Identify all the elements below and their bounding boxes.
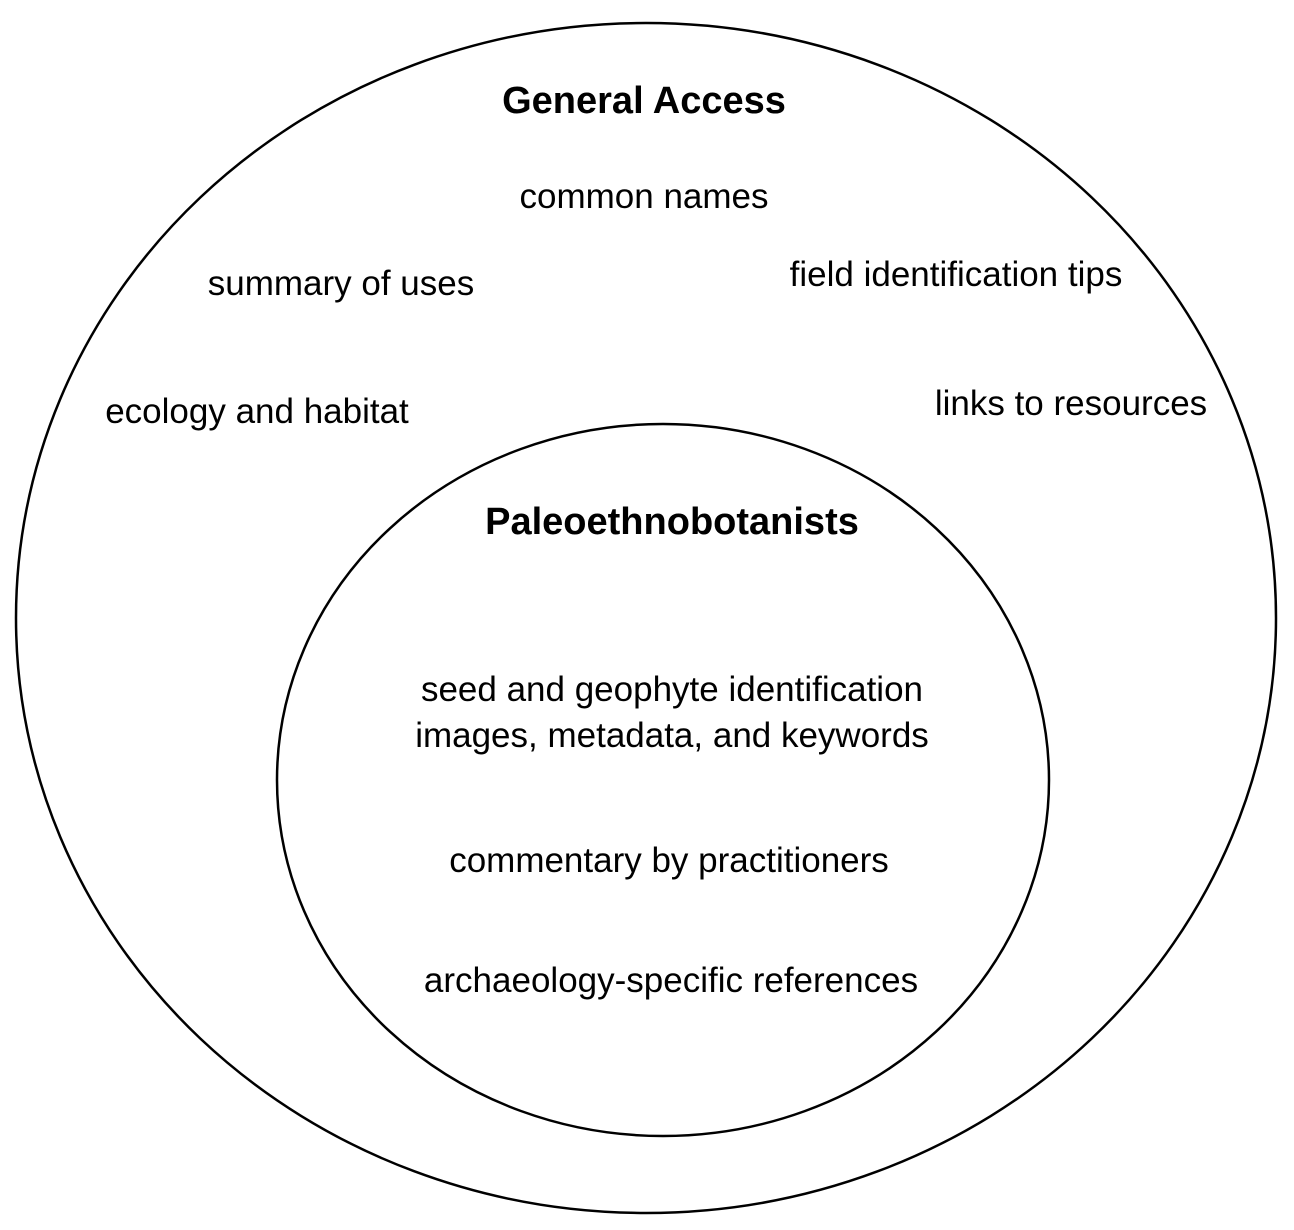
outer-circle [14,21,1278,1215]
inner-item-images-metadata-keywords: images, metadata, and keywords [415,716,929,755]
inner-item-seed-geophyte-identification: seed and geophyte identification [420,670,924,709]
outer-item-ecology-and-habitat: ecology and habitat [105,392,409,431]
outer-title: General Access [502,80,786,122]
outer-item-field-identification-tips: field identification tips [789,255,1123,294]
inner-circle [275,422,1051,1138]
inner-title: Paleoethnobotanists [485,501,859,543]
outer-item-common-names: common names [519,177,769,216]
inner-item-archaeology-specific-references: archaeology-specific references [423,961,919,1000]
inner-item-commentary-by-practitioners: commentary by practitioners [449,841,889,880]
outer-item-links-to-resources: links to resources [934,384,1208,423]
outer-item-summary-of-uses: summary of uses [207,264,475,303]
